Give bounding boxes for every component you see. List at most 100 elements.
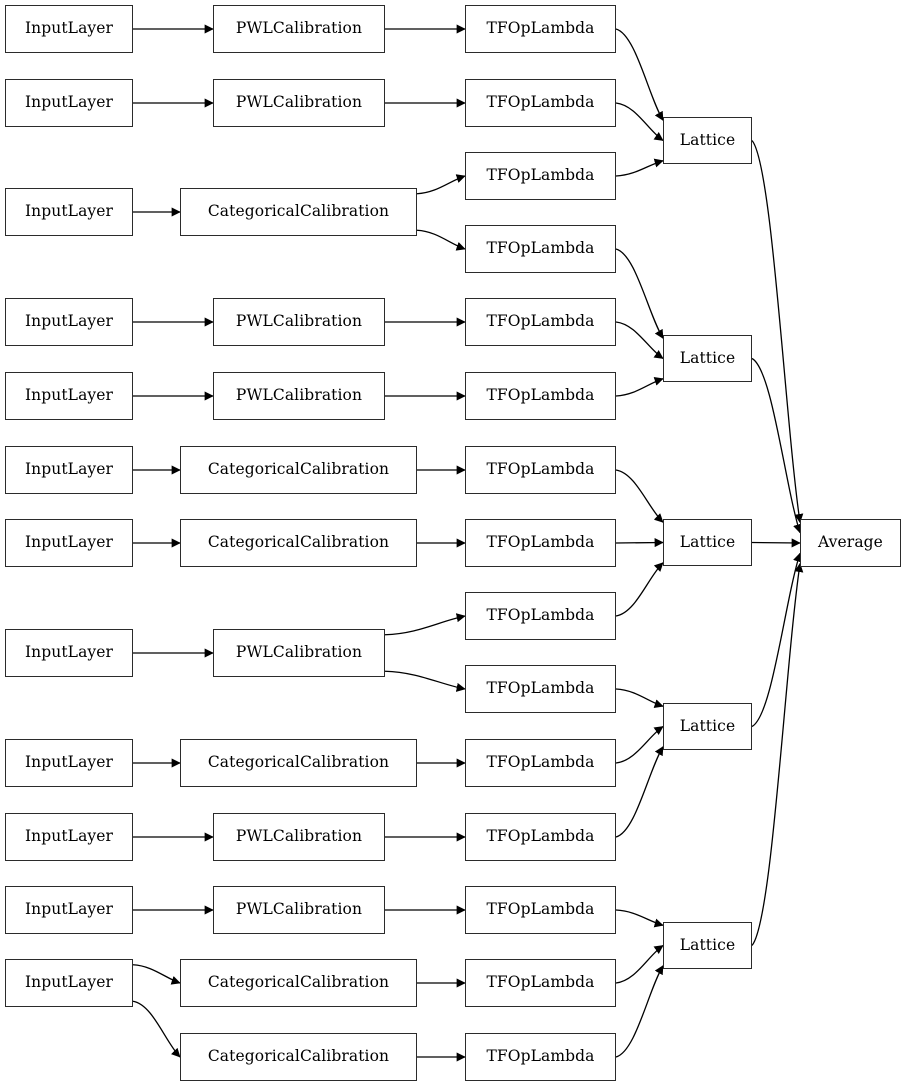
input-layer-node[interactable]: InputLayer	[5, 446, 133, 494]
edge-lam14-to-lat5	[615, 944, 664, 984]
node-label: CategoricalCalibration	[207, 202, 390, 221]
node-label: TFOpLambda	[486, 239, 595, 258]
calibration-node[interactable]: PWLCalibration	[213, 813, 385, 861]
node-label: PWLCalibration	[235, 643, 363, 662]
node-label: TFOpLambda	[486, 606, 595, 625]
node-label: PWLCalibration	[235, 19, 363, 38]
node-label: CategoricalCalibration	[207, 460, 390, 479]
tfoplambda-node[interactable]: TFOpLambda	[465, 79, 616, 127]
tfoplambda-node[interactable]: TFOpLambda	[465, 372, 616, 420]
calibration-node[interactable]: PWLCalibration	[213, 372, 385, 420]
calibration-node[interactable]: PWLCalibration	[213, 298, 385, 346]
calibration-node[interactable]: PWLCalibration	[213, 79, 385, 127]
node-label: PWLCalibration	[235, 900, 363, 919]
node-label: InputLayer	[24, 19, 114, 38]
edge-lam11-to-lat4	[615, 725, 664, 764]
edge-lam12-to-lat4	[615, 746, 664, 838]
node-label: TFOpLambda	[486, 533, 595, 552]
edge-lam15-to-lat5	[615, 965, 664, 1058]
lattice-node[interactable]: Lattice	[663, 922, 752, 969]
tfoplambda-node[interactable]: TFOpLambda	[465, 298, 616, 346]
lattice-node[interactable]: Lattice	[663, 335, 752, 382]
node-label: TFOpLambda	[486, 312, 595, 331]
calibration-node[interactable]: CategoricalCalibration	[180, 188, 417, 236]
node-label: PWLCalibration	[235, 386, 363, 405]
input-layer-node[interactable]: InputLayer	[5, 298, 133, 346]
input-layer-node[interactable]: InputLayer	[5, 739, 133, 787]
node-label: TFOpLambda	[486, 19, 595, 38]
tfoplambda-node[interactable]: TFOpLambda	[465, 5, 616, 53]
node-label: PWLCalibration	[235, 827, 363, 846]
node-label: TFOpLambda	[486, 166, 595, 185]
node-label: TFOpLambda	[486, 460, 595, 479]
tfoplambda-node[interactable]: TFOpLambda	[465, 739, 616, 787]
input-layer-node[interactable]: InputLayer	[5, 5, 133, 53]
edge-cal3-to-lam3	[416, 174, 466, 195]
input-layer-node[interactable]: InputLayer	[5, 629, 133, 677]
node-label: TFOpLambda	[486, 1047, 595, 1066]
node-label: Lattice	[679, 348, 736, 367]
calibration-node[interactable]: CategoricalCalibration	[180, 959, 417, 1007]
lattice-node[interactable]: Lattice	[663, 519, 752, 566]
calibration-node[interactable]: CategoricalCalibration	[180, 739, 417, 787]
node-label: InputLayer	[24, 643, 114, 662]
tfoplambda-node[interactable]: TFOpLambda	[465, 152, 616, 200]
input-layer-node[interactable]: InputLayer	[5, 372, 133, 420]
input-layer-node[interactable]: InputLayer	[5, 79, 133, 127]
tfoplambda-node[interactable]: TFOpLambda	[465, 665, 616, 713]
node-label: InputLayer	[24, 827, 114, 846]
node-label: TFOpLambda	[486, 827, 595, 846]
node-label: InputLayer	[24, 202, 114, 221]
node-label: InputLayer	[24, 93, 114, 112]
calibration-node[interactable]: CategoricalCalibration	[180, 446, 417, 494]
node-label: PWLCalibration	[235, 93, 363, 112]
edge-in12-to-cal12	[132, 964, 181, 985]
lattice-node[interactable]: Lattice	[663, 117, 752, 164]
edge-lat1-to-avg	[751, 140, 804, 524]
edge-lam13-to-lat5	[615, 909, 664, 928]
tfoplambda-node[interactable]: TFOpLambda	[465, 1033, 616, 1081]
input-layer-node[interactable]: InputLayer	[5, 188, 133, 236]
edge-lam10-to-lat4	[615, 688, 664, 709]
tfoplambda-node[interactable]: TFOpLambda	[465, 959, 616, 1007]
node-label: InputLayer	[24, 973, 114, 992]
input-layer-node[interactable]: InputLayer	[5, 519, 133, 567]
tfoplambda-node[interactable]: TFOpLambda	[465, 886, 616, 934]
edge-lam8-to-lat3	[615, 538, 664, 548]
node-label: CategoricalCalibration	[207, 973, 390, 992]
node-label: Lattice	[679, 716, 736, 735]
input-layer-node[interactable]: InputLayer	[5, 813, 133, 861]
node-label: TFOpLambda	[486, 753, 595, 772]
tfoplambda-node[interactable]: TFOpLambda	[465, 446, 616, 494]
calibration-node[interactable]: PWLCalibration	[213, 886, 385, 934]
calibration-node[interactable]: CategoricalCalibration	[180, 1033, 417, 1081]
node-label: InputLayer	[24, 460, 114, 479]
tfoplambda-node[interactable]: TFOpLambda	[465, 519, 616, 567]
tfoplambda-node[interactable]: TFOpLambda	[465, 225, 616, 273]
calibration-node[interactable]: PWLCalibration	[213, 629, 385, 677]
node-label: CategoricalCalibration	[207, 1047, 390, 1066]
average-node[interactable]: Average	[800, 519, 901, 567]
calibration-node[interactable]: CategoricalCalibration	[180, 519, 417, 567]
node-label: Average	[818, 533, 883, 552]
edge-lam9-to-lat3	[615, 562, 664, 617]
edge-cal8-to-lam10	[384, 670, 466, 692]
node-label: TFOpLambda	[486, 93, 595, 112]
node-label: CategoricalCalibration	[207, 753, 390, 772]
edge-lam2-to-lat1	[615, 102, 664, 142]
input-layer-node[interactable]: InputLayer	[5, 886, 133, 934]
edge-lam5-to-lat2	[615, 321, 664, 360]
node-label: TFOpLambda	[486, 973, 595, 992]
input-layer-node[interactable]: InputLayer	[5, 959, 133, 1007]
calibration-node[interactable]: PWLCalibration	[213, 5, 385, 53]
node-label: TFOpLambda	[486, 386, 595, 405]
edge-lam4-to-lat2	[615, 248, 664, 339]
node-label: InputLayer	[24, 900, 114, 919]
lattice-node[interactable]: Lattice	[663, 703, 752, 750]
tfoplambda-node[interactable]: TFOpLambda	[465, 592, 616, 640]
edge-lat3-to-avg	[751, 538, 801, 548]
node-label: TFOpLambda	[486, 900, 595, 919]
node-label: InputLayer	[24, 533, 114, 552]
tfoplambda-node[interactable]: TFOpLambda	[465, 813, 616, 861]
